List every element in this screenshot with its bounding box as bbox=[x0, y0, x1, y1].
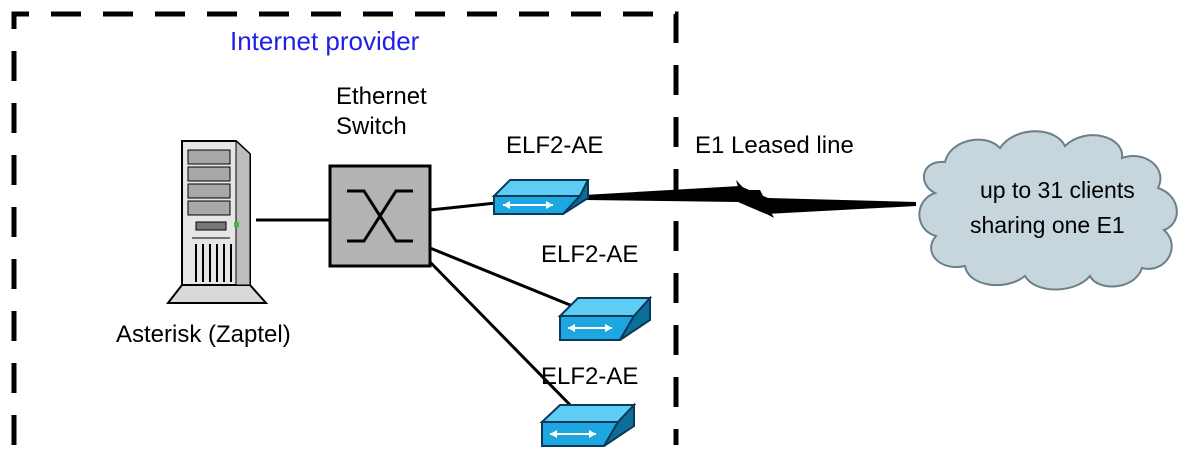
device-label-1: ELF2-AE bbox=[506, 132, 603, 159]
device-label-2: ELF2-AE bbox=[541, 241, 638, 268]
server-label: Asterisk (Zaptel) bbox=[116, 321, 291, 348]
switch-device2-link bbox=[429, 246, 576, 309]
e1-lightning-bolt-2 bbox=[742, 190, 774, 218]
switch-label-line1: Ethernet bbox=[336, 83, 427, 110]
device-label-3: ELF2-AE bbox=[541, 363, 638, 390]
server-icon bbox=[165, 139, 269, 304]
provider-label: Internet provider bbox=[230, 26, 420, 56]
cloud-label-line2: sharing one E1 bbox=[970, 212, 1125, 238]
elf2-ae-device-icon bbox=[491, 179, 590, 215]
link-label: E1 Leased line bbox=[695, 132, 854, 159]
cloud-icon bbox=[918, 130, 1178, 291]
switch-device3-link bbox=[428, 260, 579, 414]
switch-label-line2: Switch bbox=[336, 113, 407, 140]
ethernet-switch-icon bbox=[328, 164, 432, 268]
cloud-label-line1: up to 31 clients bbox=[980, 177, 1135, 203]
elf2-ae-device-icon bbox=[557, 295, 653, 341]
switch-device1-link bbox=[429, 201, 497, 212]
elf2-ae-device-icon bbox=[539, 402, 637, 447]
provider-boundary bbox=[11, 11, 679, 445]
